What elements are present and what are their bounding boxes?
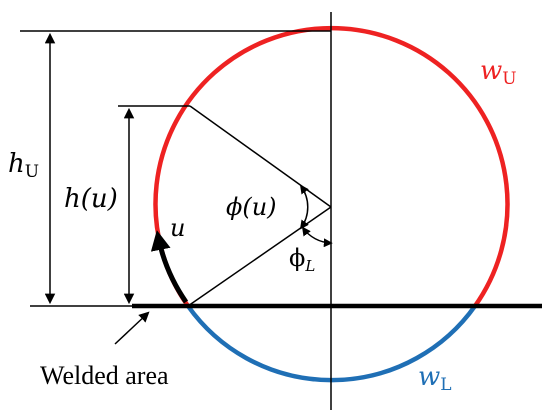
label-phi-of-u: ϕ(u) xyxy=(226,193,277,221)
label-w-lower: wL xyxy=(418,362,452,395)
label-h-upper: hU xyxy=(8,149,39,182)
label-welded-area: Welded area xyxy=(40,361,169,390)
label-w-upper: wU xyxy=(480,56,517,89)
phi-u-angle-arc xyxy=(299,184,309,230)
label-phi-lower: ϕL xyxy=(289,244,315,275)
label-h-of-u: h(u) xyxy=(64,184,118,214)
label-u: u xyxy=(170,214,185,242)
welded-area-pointer xyxy=(114,311,150,345)
radius-to-hu-point xyxy=(189,105,332,208)
phi-l-angle-arc xyxy=(301,226,333,248)
u-arc-arrow xyxy=(150,230,189,304)
